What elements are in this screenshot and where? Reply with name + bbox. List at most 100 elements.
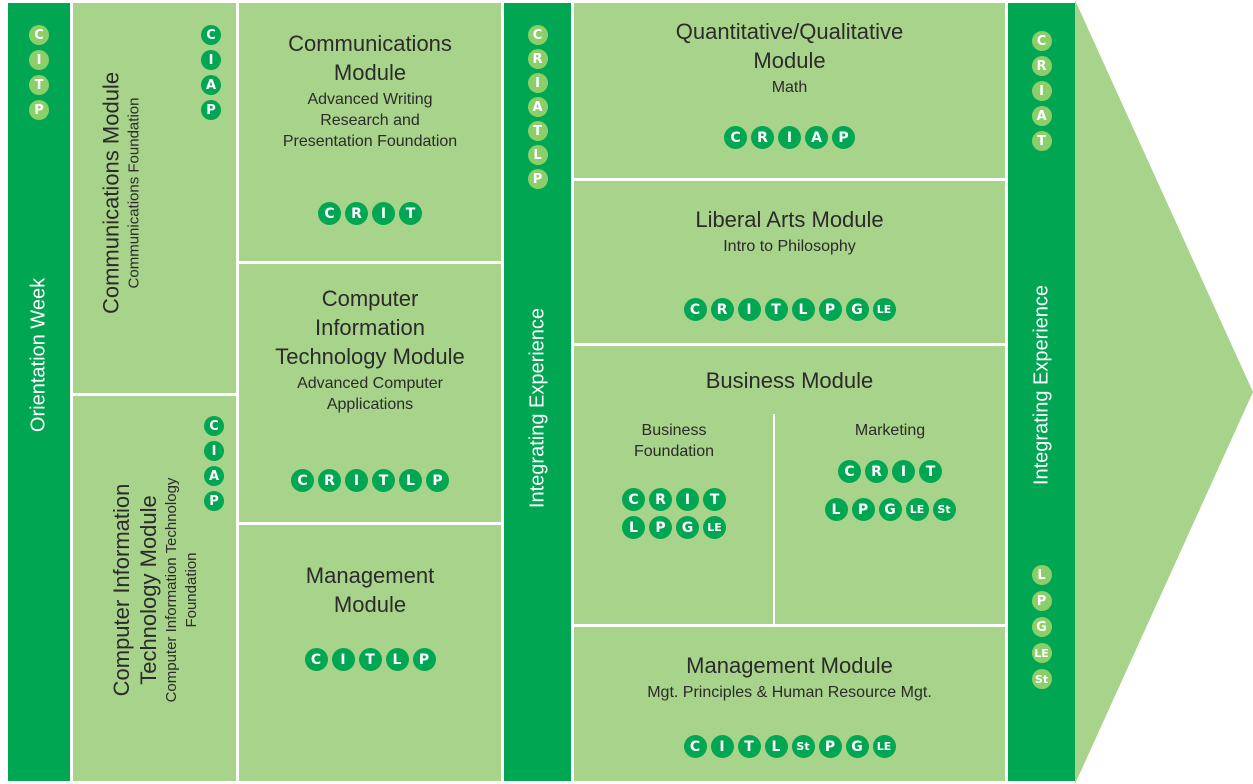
business-module-title-wrap: Business Module xyxy=(574,366,1005,395)
letter-badge: R xyxy=(1031,56,1052,76)
orientation-letters: C I T P xyxy=(8,25,70,120)
communications-foundation-text: Communications Module Communications Fou… xyxy=(98,72,145,314)
cell-subtitle-line: Foundation xyxy=(183,552,200,628)
letter-badge: G xyxy=(878,498,902,521)
letter-badge: LE xyxy=(1031,643,1052,663)
cell-subtitle: Communications Foundation xyxy=(125,97,143,289)
letter-badge: I xyxy=(737,298,761,321)
letter-badge: T xyxy=(372,469,395,492)
cell-subtitle: Intro to Philosophy xyxy=(723,238,856,255)
letter-badge: LE xyxy=(905,498,929,521)
letter-badge: R xyxy=(751,126,774,149)
letter-badge: LE xyxy=(872,298,896,321)
letter-badge: T xyxy=(527,121,548,141)
letter-badge: I xyxy=(676,488,699,511)
letter-badge: L xyxy=(385,648,409,671)
letter-badge: R xyxy=(865,460,888,483)
integrating-experience-label-left: Integrating Experience xyxy=(526,307,549,509)
cell-title: Business Module xyxy=(705,368,874,393)
cell-subtitle-line: Business xyxy=(641,422,707,439)
cell-title: Management Module xyxy=(686,653,893,678)
cell-title-line: Computer Information xyxy=(109,483,134,697)
integrating-experience-band-right: C R I A T Integrating Experience L P G L… xyxy=(1008,3,1075,781)
letter-badge: St xyxy=(1031,669,1052,689)
letter-badge: I xyxy=(345,469,368,492)
business-module-cell: Business Module Business Foundation C R … xyxy=(574,346,1005,624)
letter-badge: C xyxy=(318,202,341,225)
letter-badge: I xyxy=(331,648,355,671)
management-module-right-text: Management Module Mgt. Principles & Huma… xyxy=(574,651,1005,703)
letter-badge: C xyxy=(304,648,328,671)
cell-title-line: Management xyxy=(305,563,435,588)
letter-badge: C xyxy=(29,25,49,45)
cit-module-letters: C R I T L P xyxy=(239,469,501,492)
letter-badge: T xyxy=(919,460,942,483)
letter-badge: C xyxy=(683,735,707,758)
letter-badge: I xyxy=(527,73,548,93)
letter-badge: L xyxy=(622,516,645,539)
cell-subtitle-line: Advanced Computer xyxy=(297,375,443,392)
letter-badge: G xyxy=(845,735,869,758)
cit-foundation-letters: C I A P xyxy=(204,416,224,511)
letter-badge: I xyxy=(710,735,734,758)
cell-title-line: Computer xyxy=(321,286,419,311)
cit-module-text: Computer Information Technology Module A… xyxy=(239,284,501,415)
letter-badge: G xyxy=(676,516,699,539)
letter-badge: P xyxy=(527,169,548,189)
letter-badge: L xyxy=(399,469,422,492)
letter-badge: T xyxy=(737,735,761,758)
orientation-week-band: C I T P Orientation Week xyxy=(8,3,70,781)
cell-subtitle-line: Research and xyxy=(320,112,420,129)
cit-foundation-text: Computer Information Technology Module C… xyxy=(108,478,202,703)
letter-badge: T xyxy=(358,648,382,671)
integrating-left-letters: C R I A T L P xyxy=(504,25,571,189)
letter-badge: C xyxy=(201,25,221,45)
letter-badge: LE xyxy=(703,516,726,539)
letter-badge: I xyxy=(29,50,49,70)
cell-subtitle-line: Foundation xyxy=(633,443,715,460)
letter-badge: R xyxy=(710,298,734,321)
letter-badge: LE xyxy=(872,735,896,758)
marketing-text: Marketing xyxy=(775,418,1005,441)
letter-badge: A xyxy=(1031,106,1052,126)
letter-badge: P xyxy=(412,648,436,671)
letter-badge: A xyxy=(201,75,221,95)
letter-badge: T xyxy=(1031,131,1052,151)
arrow-head xyxy=(1075,0,1253,784)
letter-badge: P xyxy=(818,735,842,758)
letter-badge: T xyxy=(399,202,422,225)
cell-title-line: Technology Module xyxy=(275,344,465,369)
business-divider xyxy=(773,414,775,624)
cell-title-line: Module xyxy=(333,592,407,617)
letter-badge: P xyxy=(818,298,842,321)
letter-badge: L xyxy=(791,298,815,321)
letter-badge: G xyxy=(845,298,869,321)
letter-badge: R xyxy=(318,469,341,492)
letter-badge: P xyxy=(204,491,224,511)
letter-badge: C xyxy=(724,126,747,149)
cell-title: Liberal Arts Module xyxy=(695,207,884,232)
letter-badge: C xyxy=(838,460,861,483)
letter-badge: I xyxy=(892,460,915,483)
liberal-arts-module-letters: C R I T L P G LE xyxy=(574,298,1005,321)
communications-module-cell: Communications Module Advanced Writing R… xyxy=(239,3,501,261)
letter-badge: C xyxy=(683,298,707,321)
cell-subtitle: Marketing xyxy=(854,422,926,439)
marketing-letters-row1: C R I T xyxy=(775,460,1005,483)
cell-title-line: Quantitative/Qualitative xyxy=(675,19,904,44)
letter-badge: C xyxy=(622,488,645,511)
communications-foundation-letters: C I A P xyxy=(201,25,221,120)
letter-badge: I xyxy=(372,202,395,225)
business-foundation-letters-row1: C R I T xyxy=(574,488,774,511)
letter-badge: L xyxy=(527,145,548,165)
cell-title-line: Module xyxy=(753,48,826,73)
cell-title: Communications Module xyxy=(98,71,124,315)
marketing-letters-row2: L P G LE St xyxy=(775,498,1005,521)
cell-title-line: Technology Module xyxy=(136,495,161,685)
cell-title-line: Module xyxy=(333,60,407,85)
letter-badge: C xyxy=(291,469,314,492)
letter-badge: R xyxy=(527,49,548,69)
quantitative-module-text: Quantitative/Qualitative Module Math xyxy=(574,17,1005,98)
letter-badge: P xyxy=(426,469,449,492)
management-module-left-cell: Management Module C I T L P xyxy=(239,525,501,781)
